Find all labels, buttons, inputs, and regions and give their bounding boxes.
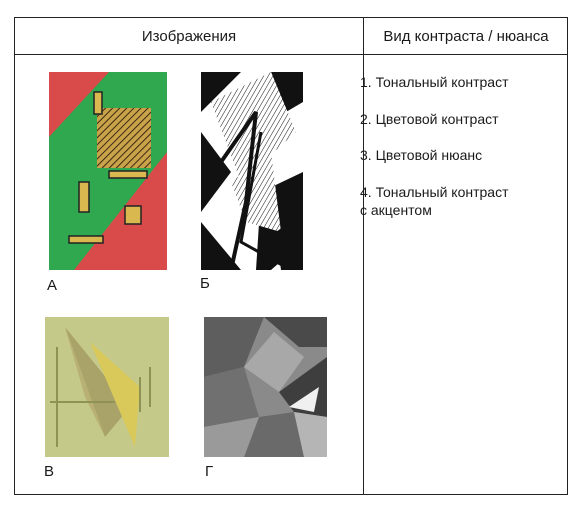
caption-b: Б <box>200 275 210 292</box>
caption-g: Г <box>205 463 214 480</box>
header-contrast-type: Вид контраста / нюанса <box>383 28 549 45</box>
image-b-black-white-geometric <box>201 72 303 270</box>
matching-table: Изображения Вид контраста / нюанса <box>14 17 568 495</box>
option-color-contrast: 2. Цветовой контраст <box>360 111 499 127</box>
caption-a: А <box>47 277 58 294</box>
option-tonal-contrast: 1. Тональный контраст <box>360 74 509 90</box>
header-images: Изображения <box>141 28 237 45</box>
image-g-gray-tonal-composition <box>204 317 327 457</box>
option-color-nuance: 3. Цветовой нюанс <box>360 147 483 163</box>
column-divider <box>363 18 364 494</box>
option-tonal-contrast-accent: 4. Тональный контраст <box>360 184 509 200</box>
option-tonal-contrast-accent-line2: с акцентом <box>360 202 432 218</box>
image-a-red-green-composition <box>49 72 167 270</box>
caption-v: В <box>44 463 55 480</box>
header-divider <box>15 54 567 55</box>
image-v-olive-triangles <box>45 317 169 457</box>
